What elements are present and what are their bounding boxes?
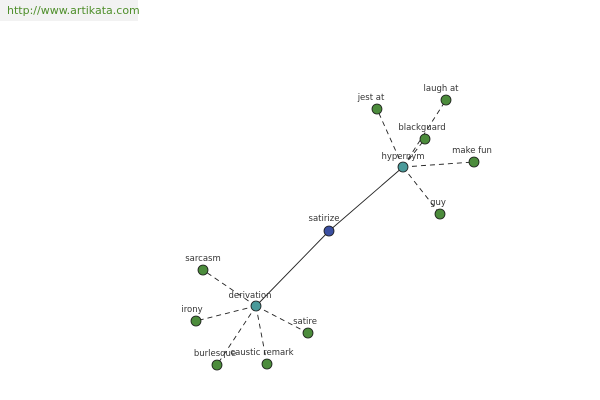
node-dot[interactable] [419, 133, 431, 145]
node-label: caustic remark [230, 348, 293, 358]
edge-derivation-caustic-remark [255, 305, 268, 365]
hub-node-derivation[interactable]: derivation [228, 291, 272, 312]
node-label: make fun [452, 146, 492, 156]
node-label: irony [181, 305, 202, 315]
node-dot[interactable] [302, 327, 314, 339]
leaf-node-make-fun[interactable]: make fun [452, 146, 492, 168]
node-dot[interactable] [397, 161, 409, 173]
leaf-node-guy[interactable]: guy [430, 198, 446, 220]
leaf-node-burlesque[interactable]: burlesque [194, 349, 236, 371]
node-label: blackguard [398, 123, 445, 133]
edge-derivation-sarcasm [202, 269, 257, 307]
edge-derivation-burlesque [216, 305, 257, 366]
center-node-satirize[interactable]: satirize [309, 214, 340, 237]
edge-satirize-derivation [255, 230, 330, 307]
leaf-node-irony[interactable]: irony [181, 305, 203, 327]
hub-node-hypernym[interactable]: hypernym [381, 152, 425, 173]
node-dot[interactable] [261, 358, 273, 370]
node-label: guy [430, 198, 446, 208]
node-label: satire [293, 317, 317, 327]
node-label: laugh at [424, 84, 460, 94]
leaf-node-satire[interactable]: satire [293, 317, 317, 339]
edge-derivation-satire [255, 305, 309, 334]
node-dot[interactable] [371, 103, 383, 115]
leaf-node-blackguard[interactable]: blackguard [398, 123, 446, 145]
node-label: burlesque [194, 349, 236, 359]
node-dot[interactable] [190, 315, 202, 327]
edge-hypernym-jest-at [376, 108, 404, 168]
edge-satirize-hypernym [328, 166, 404, 232]
node-dot[interactable] [323, 225, 335, 237]
leaf-node-caustic-remark[interactable]: caustic remark [230, 348, 294, 370]
source-url[interactable]: http://www.artikata.com [0, 0, 140, 21]
node-label: sarcasm [185, 254, 221, 264]
node-label: hypernym [381, 152, 424, 162]
node-dot[interactable] [440, 94, 452, 106]
edge-hypernym-laugh-at [402, 99, 447, 168]
leaf-node-sarcasm[interactable]: sarcasm [185, 254, 221, 276]
edge-hypernym-blackguard [402, 138, 426, 168]
leaf-node-laugh-at[interactable]: laugh at [424, 84, 460, 106]
node-label: satirize [309, 214, 340, 224]
node-dot[interactable] [468, 156, 480, 168]
node-dot[interactable] [197, 264, 209, 276]
node-dot[interactable] [434, 208, 446, 220]
node-dot[interactable] [250, 300, 262, 312]
node-label: jest at [357, 93, 385, 103]
leaf-node-jest-at[interactable]: jest at [357, 93, 385, 115]
edge-hypernym-make-fun [402, 161, 475, 168]
node-dot[interactable] [211, 359, 223, 371]
edge-hypernym-guy [402, 166, 441, 215]
node-label: derivation [228, 291, 271, 301]
edge-derivation-irony [195, 305, 257, 322]
